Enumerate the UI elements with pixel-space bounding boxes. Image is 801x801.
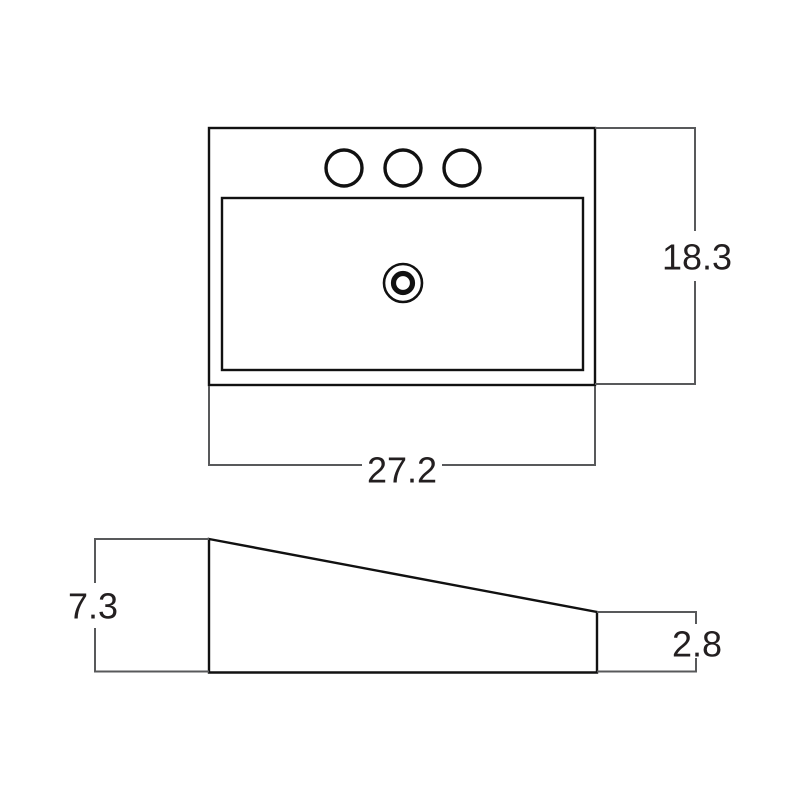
back-height-dimension-label: 7.3 — [68, 586, 118, 627]
sink-outer-rim — [207, 126, 597, 387]
faucet-hole-left — [324, 148, 364, 188]
depth-dimension-label: 18.3 — [662, 237, 732, 278]
side-view — [207, 537, 599, 674]
back-height-dimension-bracket — [94, 538, 209, 673]
dimension-front-height: 2.8 — [597, 611, 722, 673]
faucet-hole-right — [442, 148, 482, 188]
faucet-hole-center — [383, 148, 423, 188]
side-profile-outline — [207, 537, 599, 674]
drain-outer-ring — [382, 262, 424, 304]
drain-inner-ring — [390, 270, 416, 296]
dimension-overall-depth: 18.3 — [595, 127, 732, 385]
front-height-dimension-bracket — [597, 611, 697, 673]
width-dimension-bracket — [208, 386, 596, 466]
top-view — [207, 126, 597, 387]
width-dimension-label: 27.2 — [367, 450, 437, 491]
basin-inner-edge — [220, 196, 585, 372]
front-height-dimension-label: 2.8 — [672, 624, 722, 665]
dimension-overall-width: 27.2 — [208, 386, 596, 491]
dimension-back-height: 7.3 — [68, 538, 209, 673]
depth-dimension-bracket — [595, 127, 696, 385]
